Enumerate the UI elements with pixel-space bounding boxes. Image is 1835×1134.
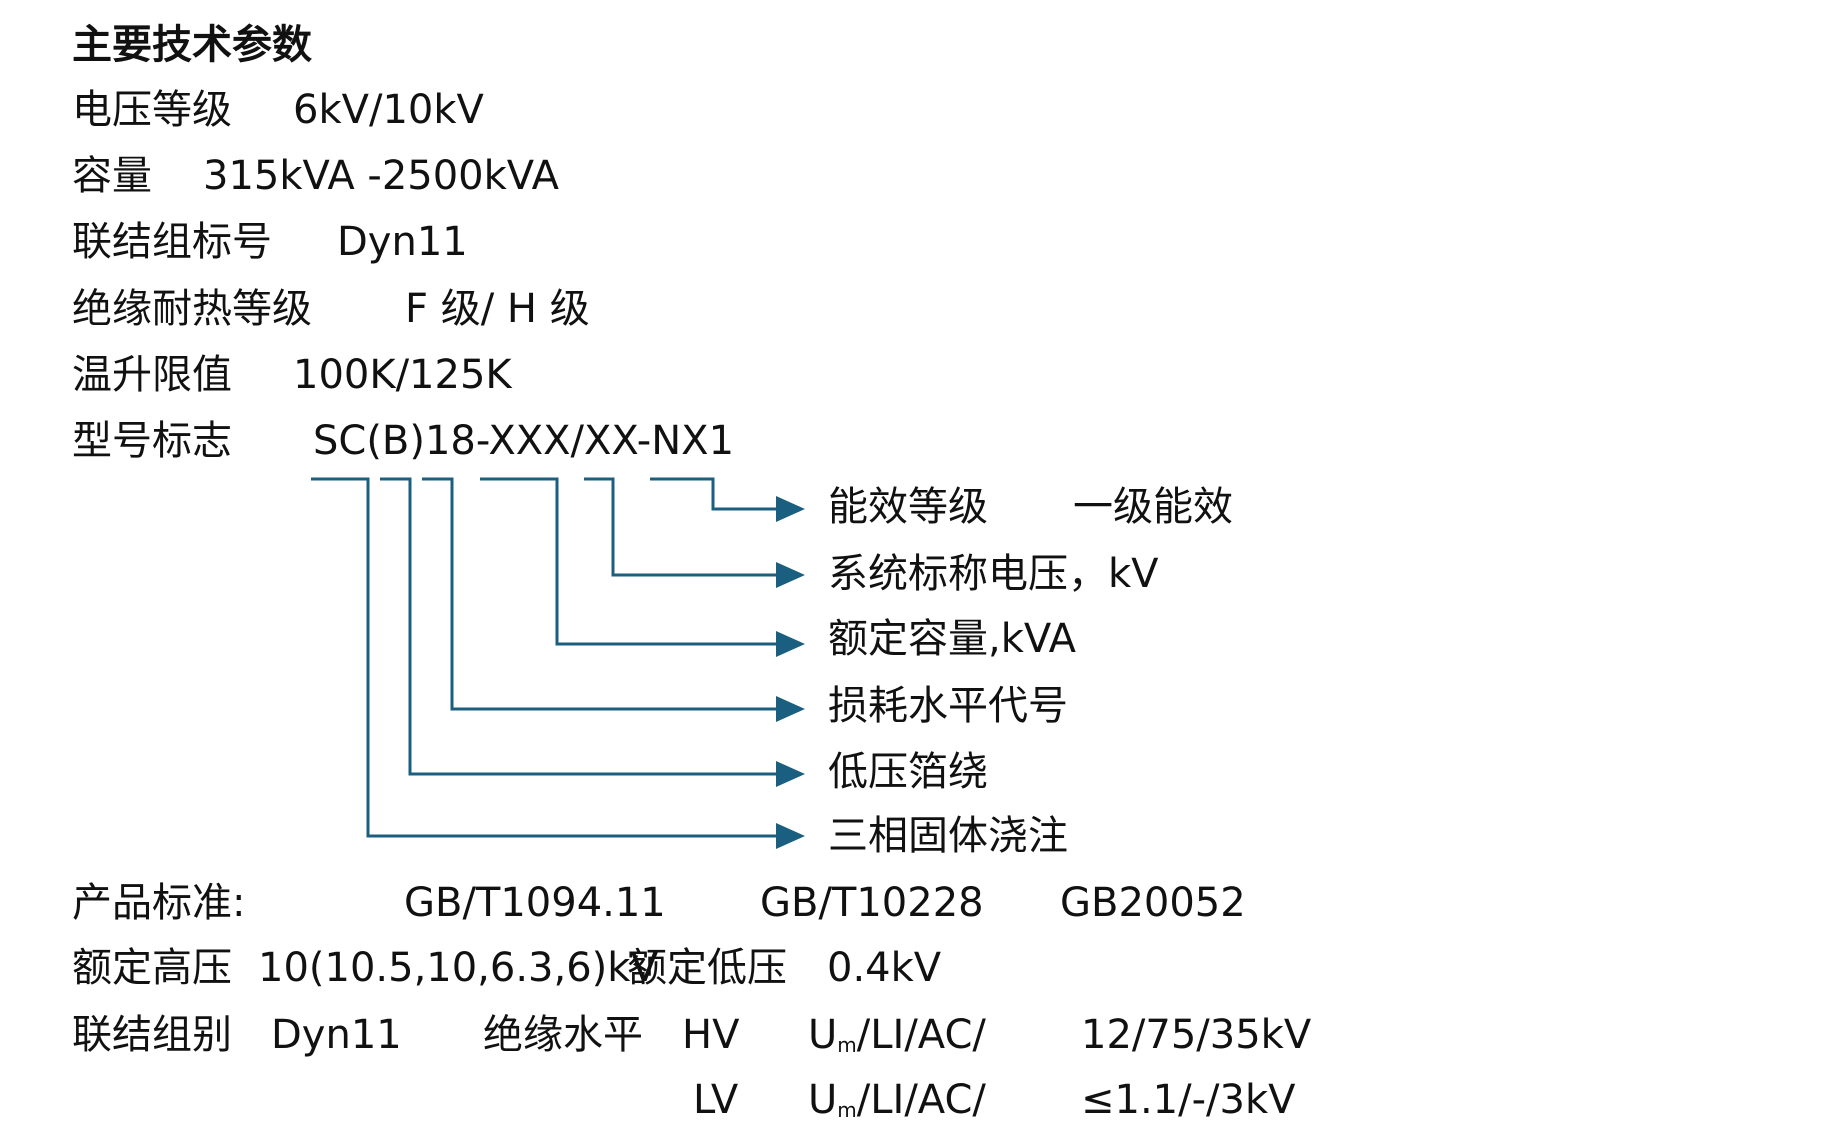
connection-label: 联结组别 [72, 1012, 232, 1058]
connector-line-nominal-voltage [584, 477, 776, 577]
rated-lv-label: 额定低压 [627, 945, 787, 991]
insulation-label: 绝缘水平 [483, 1012, 643, 1058]
param-label-temp-rise: 温升限值 [72, 352, 232, 398]
legend-label-three-phase-cast: 三相固体浇注 [828, 813, 1068, 859]
legend-label-nominal-voltage: 系统标称电压，kV [828, 551, 1159, 597]
param-label-insulation-class: 绝缘耐热等级 [72, 286, 312, 332]
arrow-right-icon [776, 696, 805, 722]
param-label-capacity: 容量 [72, 153, 152, 199]
legend-label-loss-level: 损耗水平代号 [828, 683, 1068, 729]
param-value-connection: Dyn11 [337, 219, 468, 265]
insulation-value-lv: ≤1.1/-/3kV [1081, 1077, 1296, 1123]
connector-line-three-phase-cast [311, 477, 776, 838]
standard-item: GB/T10228 [760, 880, 984, 926]
section-title: 主要技术参数 [72, 22, 312, 68]
param-label-voltage: 电压等级 [72, 87, 232, 133]
arrow-right-icon [776, 761, 805, 787]
arrow-right-icon [776, 631, 805, 657]
standard-item: GB20052 [1060, 880, 1246, 926]
insulation-spec-lv: Um/LI/AC/ [808, 1077, 986, 1123]
connection-value: Dyn11 [271, 1012, 402, 1058]
insulation-side-hv: HV [682, 1012, 740, 1058]
rated-lv-value: 0.4kV [827, 945, 942, 991]
param-value-voltage: 6kV/10kV [293, 87, 484, 133]
rated-hv-value: 10(10.5,10,6.3,6)kV [258, 945, 658, 991]
connector-line-loss-level [422, 477, 776, 711]
connector-line-efficiency [650, 477, 776, 511]
insulation-value-hv: 12/75/35kV [1081, 1012, 1312, 1058]
insulation-spec-hv: Um/LI/AC/ [808, 1012, 986, 1058]
legend-label-efficiency: 能效等级 [828, 484, 988, 530]
arrow-right-icon [776, 562, 805, 588]
arrow-right-icon [776, 823, 805, 849]
param-value-capacity: 315kVA -2500kVA [203, 153, 559, 199]
connector-line-lv-foil [380, 477, 776, 776]
arrow-right-icon [776, 496, 805, 522]
param-label-model: 型号标志 [72, 418, 232, 464]
legend-label-rated-capacity: 额定容量,kVA [828, 616, 1077, 662]
standards-label: 产品标准: [72, 880, 246, 926]
connector-line-rated-capacity [480, 477, 776, 646]
standard-item: GB/T1094.11 [404, 880, 666, 926]
legend-value-efficiency: 一级能效 [1073, 484, 1233, 530]
rated-hv-label: 额定高压 [72, 945, 232, 991]
legend-label-lv-foil: 低压箔绕 [828, 749, 988, 795]
param-label-connection: 联结组标号 [72, 219, 272, 265]
insulation-side-lv: LV [693, 1077, 739, 1123]
param-value-insulation-class: F 级/ H 级 [405, 286, 590, 332]
param-value-model: SC(B)18-XXX/XX-NX1 [313, 418, 735, 464]
param-value-temp-rise: 100K/125K [293, 352, 512, 398]
